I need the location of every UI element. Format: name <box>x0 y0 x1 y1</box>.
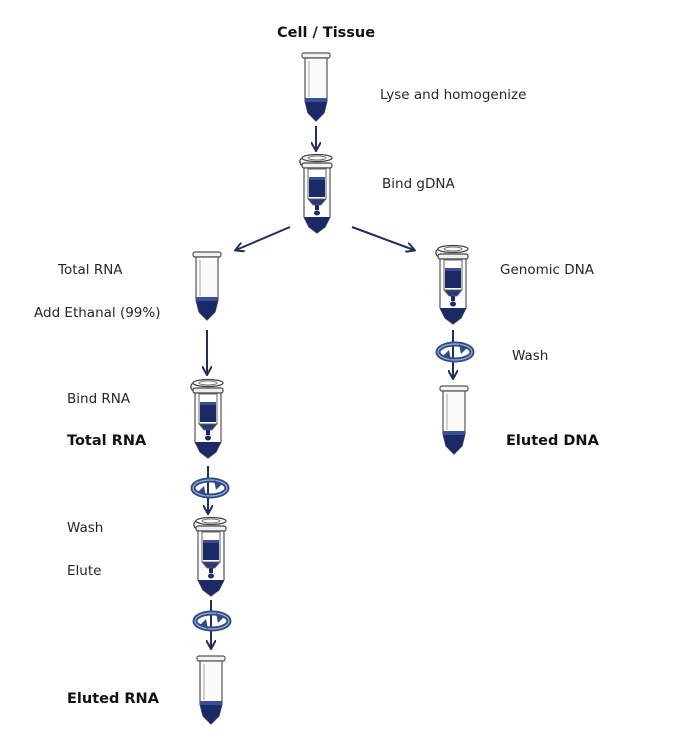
step-bind-gdna-label: Bind gDNA <box>382 176 455 192</box>
spin-column-icon <box>299 153 333 234</box>
spin-column-icon <box>190 378 224 459</box>
eluted-dna-label: Eluted DNA <box>506 433 599 449</box>
spin-icon <box>193 480 227 496</box>
step-wash-rna-label: Wash <box>67 520 104 536</box>
step-wash-dna-label: Wash <box>512 348 549 364</box>
total-rna-bold-label: Total RNA <box>67 433 147 449</box>
branch-total-rna-label: Total RNA <box>58 262 123 278</box>
start-title: Cell / Tissue <box>277 25 376 41</box>
arrow-branch-left-icon <box>236 226 291 250</box>
tube-icon <box>192 251 222 321</box>
spin-column-icon <box>193 516 227 597</box>
branch-genomic-dna-label: Genomic DNA <box>500 262 594 278</box>
step-add-ethanal-label: Add Ethanal (99%) <box>34 305 161 321</box>
eluted-rna-label: Eluted RNA <box>67 691 159 707</box>
tube-icon <box>439 385 469 455</box>
spin-icon <box>438 344 472 360</box>
tube-icon <box>196 655 226 725</box>
arrow-branch-right-icon <box>351 226 414 250</box>
step-bind-rna-label: Bind RNA <box>67 391 131 407</box>
spin-column-icon <box>435 244 469 325</box>
step-lyse-label: Lyse and homogenize <box>380 87 527 103</box>
step-elute-label: Elute <box>67 563 102 579</box>
tube-icon <box>301 52 331 122</box>
